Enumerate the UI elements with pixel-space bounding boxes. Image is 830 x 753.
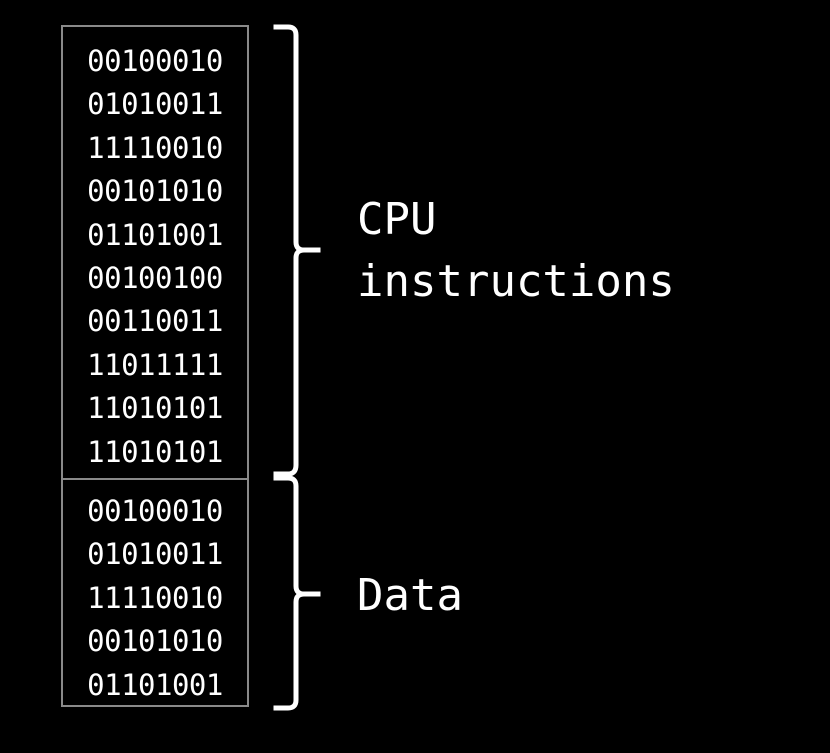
data-row: 11110010 [87,580,223,615]
instructions-brace [273,24,321,477]
cpu-instructions-label: CPU instructions [357,189,675,313]
memory-block: 00100010 01010011 11110010 00101010 0110… [61,25,249,707]
cpu-label-line: CPU [357,194,437,245]
data-row: 01101001 [87,667,223,702]
instruction-row: 00110011 [87,304,223,339]
instruction-row: 01010011 [87,87,223,122]
data-row: 00101010 [87,624,223,659]
instruction-row: 00100010 [87,44,223,78]
instruction-row: 11110010 [87,130,223,165]
instruction-row: 11010101 [87,434,223,469]
data-row: 00100010 [87,494,223,528]
instruction-row: 00101010 [87,174,223,209]
data-row: 01010011 [87,537,223,572]
instruction-row: 01101001 [87,217,223,252]
data-section: 00100010 01010011 11110010 00101010 0110… [63,478,247,707]
instruction-row: 00100100 [87,260,223,295]
instructions-label-line: instructions [357,256,675,307]
instruction-row: 11011111 [87,347,223,382]
data-brace [273,475,321,711]
instruction-row: 11010101 [87,391,223,426]
data-label: Data [357,570,463,621]
instructions-section: 00100010 01010011 11110010 00101010 0110… [63,27,247,478]
